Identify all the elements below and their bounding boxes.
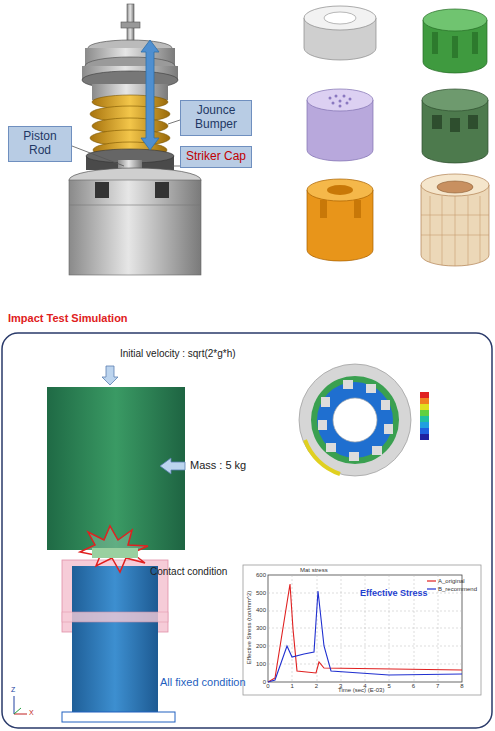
- tick-label: 600: [256, 572, 266, 579]
- tick-label: 500: [256, 590, 266, 597]
- callout-box: Piston Rod: [8, 126, 72, 162]
- callout-box: Jounce Bumper: [180, 100, 252, 136]
- callout-text: Jounce Bumper: [185, 104, 247, 132]
- callout-text: Piston Rod: [13, 130, 67, 158]
- annotation: Contact condition: [150, 566, 227, 578]
- tick-label: 100: [256, 661, 266, 668]
- section-title: Impact Test Simulation: [8, 312, 128, 325]
- tick-label: 2: [315, 683, 318, 690]
- axis-letter: Z: [11, 686, 15, 694]
- annotation: All fixed condition: [160, 676, 246, 689]
- tick-label: 3: [339, 683, 342, 690]
- tick-label: 8: [460, 683, 463, 690]
- tick-label: 7: [436, 683, 439, 690]
- tick-label: 0: [263, 679, 266, 686]
- tick-label: 0: [266, 683, 269, 690]
- legend-text: B_recommend: [438, 586, 477, 593]
- tick-label: 200: [256, 643, 266, 650]
- tick-label: 6: [412, 683, 415, 690]
- annotation: Mass : 5 kg: [190, 459, 246, 472]
- tick-label: 5: [388, 683, 391, 690]
- chart-subtitle: Mat stress: [300, 567, 328, 574]
- legend-text: A_original: [438, 578, 465, 585]
- annotation: Initial velocity : sqrt(2*g*h): [120, 348, 236, 360]
- chart-title: Effective Stress: [360, 588, 428, 598]
- axis-title: Time (sec) (E-03): [338, 687, 384, 694]
- callout-text: Striker Cap: [185, 150, 247, 164]
- axis-title: Effective Stress (ton/mm^2): [247, 591, 254, 664]
- tick-label: 400: [256, 607, 266, 614]
- tick-label: 4: [363, 683, 366, 690]
- axis-letter: X: [29, 709, 34, 717]
- tick-label: 1: [291, 683, 294, 690]
- tick-label: 300: [256, 625, 266, 632]
- callout-box: Striker Cap: [180, 146, 252, 168]
